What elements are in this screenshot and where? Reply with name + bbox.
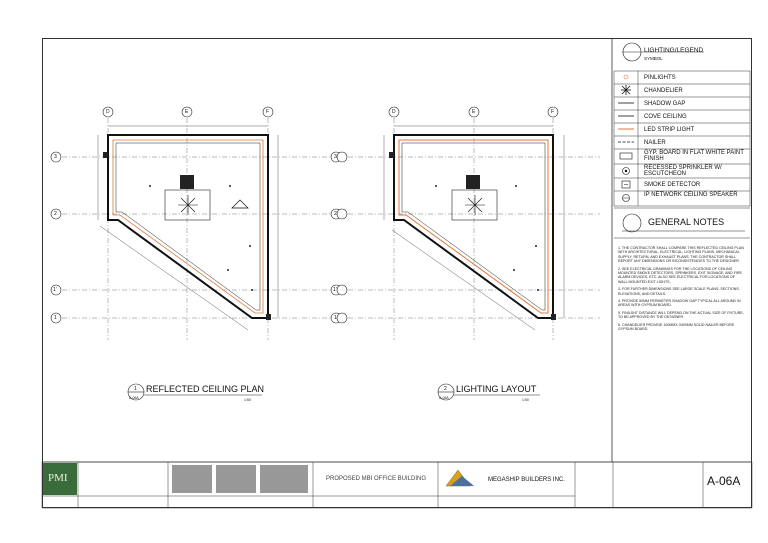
legend-title: LIGHTING/LEGEND (644, 47, 704, 54)
drawing-sheet-ref: A-06A (439, 396, 449, 400)
company-name: MEGASHIP BUILDERS INC. (488, 477, 565, 483)
grid-col-label: E (185, 109, 189, 115)
legend-subtitle: SYMBOL (644, 56, 663, 61)
legend-item-label: RECESSED SPRINKLER W/ ESCUTCHEON (644, 165, 722, 177)
legend-item-label: IP NETWORK CEILING SPEAKER (644, 192, 738, 198)
title-block (41, 461, 753, 509)
drawing-scale: 1:50 (522, 398, 529, 402)
chandelier-icon (621, 85, 631, 95)
speaker-icon (622, 194, 630, 202)
company-logo-icon (445, 469, 474, 487)
project-name: PROPOSED MBI OFFICE BUILDING (326, 476, 427, 482)
pinlight-icon (623, 74, 629, 80)
legend-item-label: NAILER (644, 140, 666, 146)
grid-row-label: 2 (334, 211, 337, 217)
drawing-number: 1 (134, 386, 137, 392)
general-note: 4. PROVIDE 50MM PERIMETER SHADOW GAP TYP… (618, 299, 741, 308)
grid-row-label: 1' (333, 287, 337, 293)
gypboard-icon (619, 152, 633, 160)
drawing-title: REFLECTED CEILING PLAN (146, 384, 265, 394)
general-note: 6. CHANDELIER PROVIDE 100MMX 3400MM SOLI… (618, 322, 735, 332)
grid-col-label: E (472, 109, 476, 115)
drawing-scale: 1:50 (244, 398, 251, 402)
general-note: 2. SEE ELECTRICAL DRAWINGS FOR THE LOCAT… (618, 266, 742, 284)
smoke-detector-icon (621, 180, 631, 189)
general-note: 3. FOR FURTHER DIMENSIONS SEE LARGE SCAL… (618, 287, 740, 296)
general-note: 1. THE CONTRACTOR SHALL COMPARE THIS REF… (618, 246, 744, 264)
lighting-layout-plan (336, 106, 600, 340)
general-notes-list: 1. THE CONTRACTOR SHALL COMPARE THIS REF… (618, 246, 744, 335)
general-note: 5. FINILSHT DISTANCE WILL DEPEND ON THE … (618, 310, 744, 320)
drawing-title: LIGHTING LAYOUT (456, 384, 537, 394)
legend-item-label: PINLIGHTS (644, 75, 676, 81)
grid-col-label: F (551, 109, 555, 115)
sheet-number: A-06A (707, 474, 741, 488)
grid-col-label: D (106, 109, 110, 115)
legend-item-label: GYP. BOARD IN FLAT WHITE PAINT FINISH (644, 150, 744, 162)
grid-row-label: 1 (54, 315, 57, 321)
legend-table (613, 70, 751, 207)
general-notes-title: GENERAL NOTES (648, 217, 725, 227)
logo-block (43, 463, 77, 495)
sprinkler-icon (622, 167, 630, 175)
reflected-ceiling-plan (50, 106, 342, 340)
logo-text: PMI (48, 472, 68, 484)
legend-item-label: SMOKE DETECTOR (644, 182, 701, 188)
grid-row-label: 3 (334, 154, 337, 160)
grid-row-label: 3 (54, 154, 57, 160)
legend-item-label: SHADOW GAP (644, 101, 686, 107)
legend-item-label: LED STRIP LIGHT (644, 127, 695, 133)
drawing-number: 2 (444, 386, 447, 392)
grid-col-label: D (392, 109, 396, 115)
drawing-sheet-ref: A-06A (129, 396, 139, 400)
legend-item-label: CHANDELIER (644, 88, 683, 94)
legend-item-label: COVE CEILING (644, 114, 687, 120)
grid-row-label: 1 (334, 315, 337, 321)
grid-row-label: 1' (53, 287, 57, 293)
grid-row-label: 2 (54, 211, 57, 217)
grid-col-label: F (266, 109, 270, 115)
